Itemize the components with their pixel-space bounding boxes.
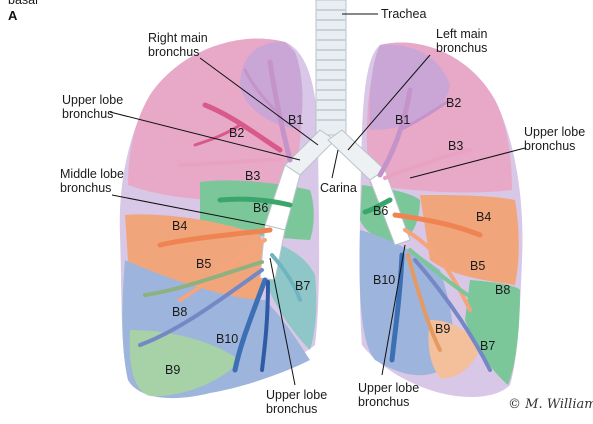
label-middle-lobe-2: bronchus [60,181,111,195]
seg-left-b10: B10 [373,273,395,287]
seg-right-b1: B1 [288,113,303,127]
seg-right-b9: B9 [165,363,180,377]
label-right-main-1: Right main [148,31,208,45]
seg-right-b7: B7 [295,279,310,293]
label-upper-lobe-right-1: Upper lobe [62,93,123,107]
seg-left-b5: B5 [470,259,485,273]
artist-signature: © M. Williams [508,397,593,412]
seg-right-b2: B2 [229,126,244,140]
seg-left-b6: B6 [373,204,388,218]
seg-right-b5: B5 [196,257,211,271]
seg-left-b9: B9 [435,322,450,336]
label-left-main-1: Left main [436,27,487,41]
header-cut-text: basal [8,0,38,7]
label-upper-lobe-right-2: bronchus [62,107,113,121]
seg-left-b4: B4 [476,210,491,224]
label-right-main-2: bronchus [148,45,199,59]
label-trachea: Trachea [381,7,426,21]
seg-right-b8: B8 [172,305,187,319]
label-left-main-2: bronchus [436,41,487,55]
seg-left-b2: B2 [446,96,461,110]
label-upper-lobe-left-2: bronchus [524,139,575,153]
panel-letter: A [8,8,18,23]
seg-right-b4: B4 [172,219,187,233]
seg-left-b3: B3 [448,139,463,153]
seg-right-b3: B3 [245,169,260,183]
seg-left-b1: B1 [395,113,410,127]
seg-right-b6: B6 [253,201,268,215]
seg-left-b7: B7 [480,339,495,353]
label-lower-right-1: Upper lobe [266,388,327,402]
label-middle-lobe-1: Middle lobe [60,167,124,181]
label-lower-left-2: bronchus [358,395,409,409]
seg-right-b10: B10 [216,332,238,346]
label-carina: Carina [320,181,357,195]
left-lung [360,42,523,396]
label-upper-lobe-left-1: Upper lobe [524,125,585,139]
seg-left-b8: B8 [495,283,510,297]
label-lower-right-2: bronchus [266,402,317,416]
label-lower-left-1: Upper lobe [358,381,419,395]
